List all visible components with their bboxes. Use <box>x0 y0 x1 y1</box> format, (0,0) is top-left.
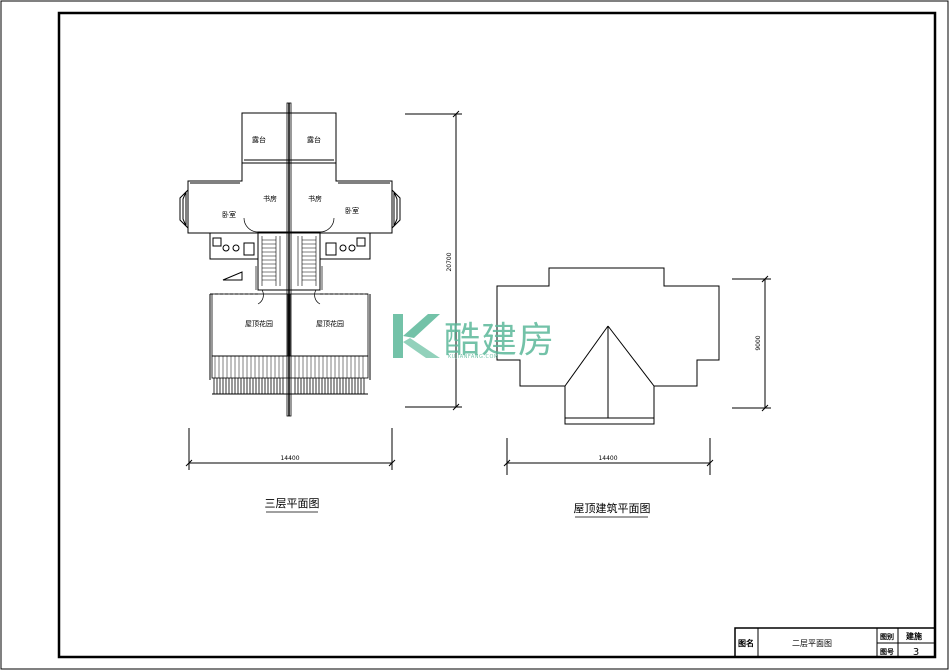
watermark-site: KUJIANFANG.COM <box>448 354 499 360</box>
title-block-category: 建施 <box>905 631 922 641</box>
title-block-number-label: 图号 <box>880 647 894 656</box>
stair-treads <box>261 236 317 286</box>
inner-frame <box>57 11 937 659</box>
watermark-brand: 酷建房 <box>444 320 555 361</box>
slope-mark <box>222 271 243 281</box>
room-label-study-left: 书房 <box>263 194 277 203</box>
railing-hatch <box>213 378 365 394</box>
width-dimension-right-label: 14400 <box>598 455 617 462</box>
roof-outline <box>496 267 720 425</box>
title-block-scale-label: 图别 <box>880 632 894 641</box>
room-label-bedroom-left: 卧室 <box>222 210 236 219</box>
third-floor-plan <box>179 102 401 417</box>
room-label-bedroom-right: 卧室 <box>345 206 359 215</box>
roof-ridge-right <box>607 325 655 387</box>
height-dimension-left-label: 20700 <box>446 252 453 271</box>
width-dimension-left <box>185 428 396 470</box>
roof-plan-title: 屋顶建筑平面图 <box>574 501 651 515</box>
room-label-study-right: 书房 <box>308 194 322 203</box>
railing-balusters <box>214 356 364 378</box>
roof-ridge-left <box>564 325 609 387</box>
width-dimension-left-label: 14400 <box>280 455 299 462</box>
bay-window-right <box>391 188 401 230</box>
title-block-number: 3 <box>913 647 919 658</box>
room-label-roof-garden-left: 屋顶花园 <box>245 319 273 328</box>
balcony-block <box>241 112 337 164</box>
room-label-roof-garden-right: 屋顶花园 <box>316 319 344 328</box>
room-label-balcony-left: 露台 <box>252 135 266 144</box>
title-block <box>734 627 936 658</box>
height-dimension-right <box>732 275 771 412</box>
watermark: 酷建房 KUJIANFANG.COM <box>393 314 555 361</box>
width-dimension-right <box>503 438 714 475</box>
height-dimension-right-label: 9000 <box>755 335 762 350</box>
main-body-outline <box>187 163 393 234</box>
roof-plan <box>496 267 720 425</box>
watermark-logo-icon <box>393 314 440 358</box>
third-floor-plan-title: 三层平面图 <box>265 497 320 510</box>
stair-core <box>257 231 321 291</box>
bay-window-left <box>179 188 189 230</box>
room-label-balcony-right: 露台 <box>307 135 321 144</box>
height-dimension-left <box>405 110 462 411</box>
railing <box>211 355 369 379</box>
title-block-drawing-name: 二层平面图 <box>792 639 832 648</box>
title-block-name-label: 图名 <box>738 638 754 648</box>
